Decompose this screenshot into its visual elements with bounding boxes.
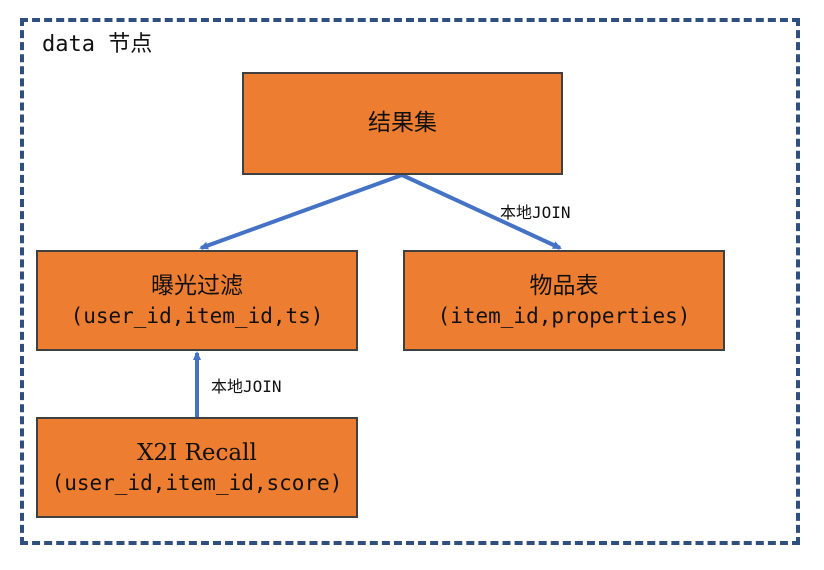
node-item-table-fields: (item_id,properties) [437, 303, 691, 328]
node-exposure-filter-fields: (user_id,item_id,ts) [70, 303, 324, 328]
node-x2i-recall-fields: (user_id,item_id,score) [51, 470, 343, 495]
node-x2i-recall: X2I Recall (user_id,item_id,score) [36, 417, 358, 518]
node-item-table-title: 物品表 [529, 272, 599, 299]
data-node-container [20, 18, 800, 545]
node-x2i-recall-title: X2I Recall [137, 439, 257, 466]
edge-label-local-join-recall: 本地JOIN [211, 377, 282, 396]
edge-label-local-join-items: 本地JOIN [500, 203, 571, 222]
node-item-table: 物品表 (item_id,properties) [403, 250, 725, 351]
node-result-set-title: 结果集 [368, 109, 437, 136]
node-result-set: 结果集 [242, 72, 563, 175]
container-label: data 节点 [42, 32, 153, 57]
node-exposure-filter: 曝光过滤 (user_id,item_id,ts) [36, 250, 358, 351]
node-exposure-filter-title: 曝光过滤 [151, 272, 243, 299]
